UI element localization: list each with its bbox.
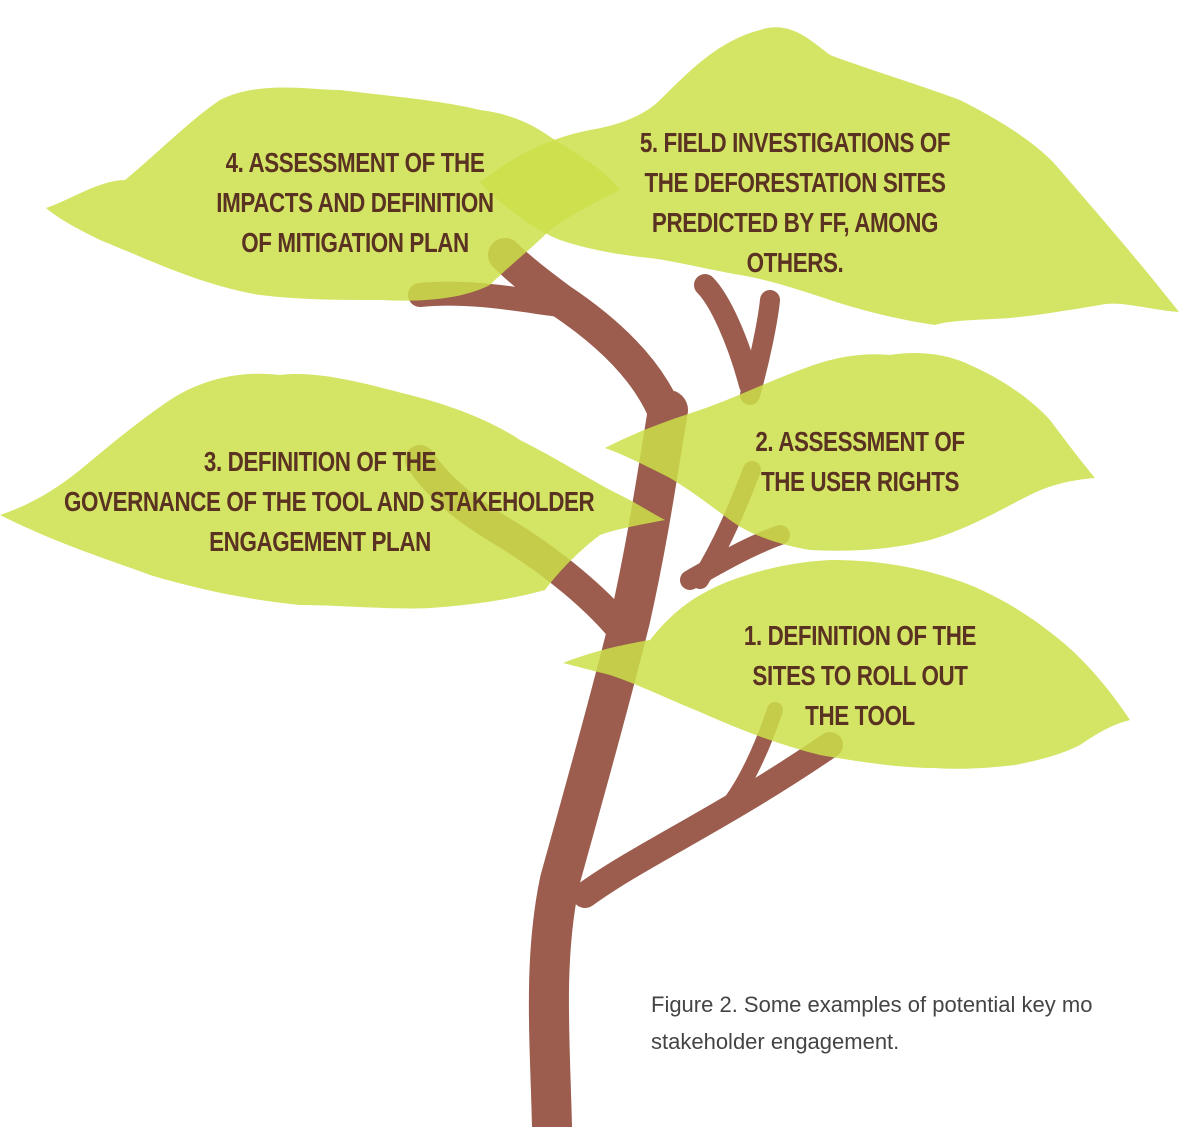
step-4-line: IMPACTS AND DEFINITION bbox=[216, 187, 494, 218]
step-4-label: 4. ASSESSMENT OF THE IMPACTS AND DEFINIT… bbox=[175, 143, 535, 263]
step-1-line: 1. DEFINITION OF THE bbox=[743, 620, 977, 651]
step-3-line: ENGAGEMENT PLAN bbox=[209, 526, 431, 557]
branch-center-stem bbox=[740, 290, 780, 405]
step-2-label: 2. ASSESSMENT OF THE USER RIGHTS bbox=[716, 422, 1004, 502]
step-1-line: SITES TO ROLL OUT bbox=[752, 660, 968, 691]
step-5-line: THE DEFORESTATION SITES bbox=[644, 167, 946, 198]
step-2-line: 2. ASSESSMENT OF bbox=[755, 426, 965, 457]
caption-line: Figure 2. Some examples of potential key… bbox=[651, 992, 1093, 1017]
step-2-line: THE USER RIGHTS bbox=[760, 466, 960, 497]
step-1-line: THE TOOL bbox=[805, 700, 915, 731]
leaf-step-3 bbox=[0, 373, 665, 609]
leaf-step-4 bbox=[46, 87, 620, 301]
leaf-step-2 bbox=[605, 353, 1095, 551]
leaf-step-5 bbox=[480, 27, 1179, 325]
step-3-line: 3. DEFINITION OF THE bbox=[203, 446, 437, 477]
step-1-label: 1. DEFINITION OF THE SITES TO ROLL OUT T… bbox=[700, 616, 1020, 736]
leaf-step-1 bbox=[563, 560, 1130, 769]
step-4-line: OF MITIGATION PLAN bbox=[241, 227, 469, 258]
step-4-line: 4. ASSESSMENT OF THE bbox=[225, 147, 485, 178]
step-3-line: GOVERNANCE OF THE TOOL AND STAKEHOLDER bbox=[64, 486, 595, 517]
step-5-label: 5. FIELD INVESTIGATIONS OF THE DEFORESTA… bbox=[607, 123, 983, 283]
step-5-line: 5. FIELD INVESTIGATIONS OF bbox=[639, 127, 951, 158]
step-3-label: 3. DEFINITION OF THE GOVERNANCE OF THE T… bbox=[64, 442, 595, 562]
branch-lower-right bbox=[572, 732, 843, 908]
step-5-line: PREDICTED BY FF, AMONG bbox=[651, 207, 939, 238]
figure-caption: Figure 2. Some examples of potential key… bbox=[651, 986, 1179, 1060]
tree-foliage bbox=[0, 27, 1179, 769]
branch-center-fork bbox=[694, 274, 761, 396]
caption-line: stakeholder engagement. bbox=[651, 1029, 900, 1054]
step-5-line: OTHERS. bbox=[746, 247, 844, 278]
